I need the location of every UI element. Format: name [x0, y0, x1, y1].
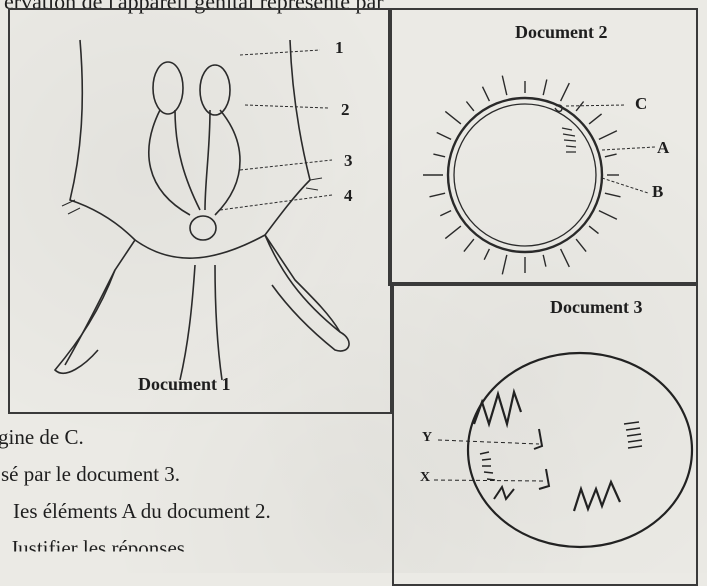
document-1-drawing: [10, 10, 390, 412]
question-line-1: gine de C.: [0, 425, 84, 450]
doc2-label-a: A: [657, 138, 669, 158]
question-line-2: sé par le document 3.: [1, 462, 180, 487]
doc1-label-4: 4: [344, 186, 353, 206]
doc2-label-c: C: [635, 94, 647, 114]
doc3-label-x: X: [420, 470, 430, 486]
document-1-title: Document 1: [138, 374, 231, 395]
document-2-drawing: [390, 10, 696, 284]
doc1-label-1: 1: [335, 38, 344, 58]
doc3-label-y: Y: [422, 430, 432, 446]
document-1-panel: 1 2 3 4 Document 1: [8, 8, 392, 414]
document-2-panel: Document 2 C A B: [388, 8, 698, 286]
doc1-label-2: 2: [341, 100, 350, 120]
question-line-4: Justifier les réponses: [10, 536, 185, 561]
doc1-label-3: 3: [344, 151, 353, 171]
question-line-3: Ies éléments A du document 2.: [13, 499, 271, 524]
doc2-label-b: B: [652, 182, 663, 202]
document-3-drawing: [394, 284, 696, 584]
document-3-panel: Document 3 Y X: [392, 282, 698, 586]
